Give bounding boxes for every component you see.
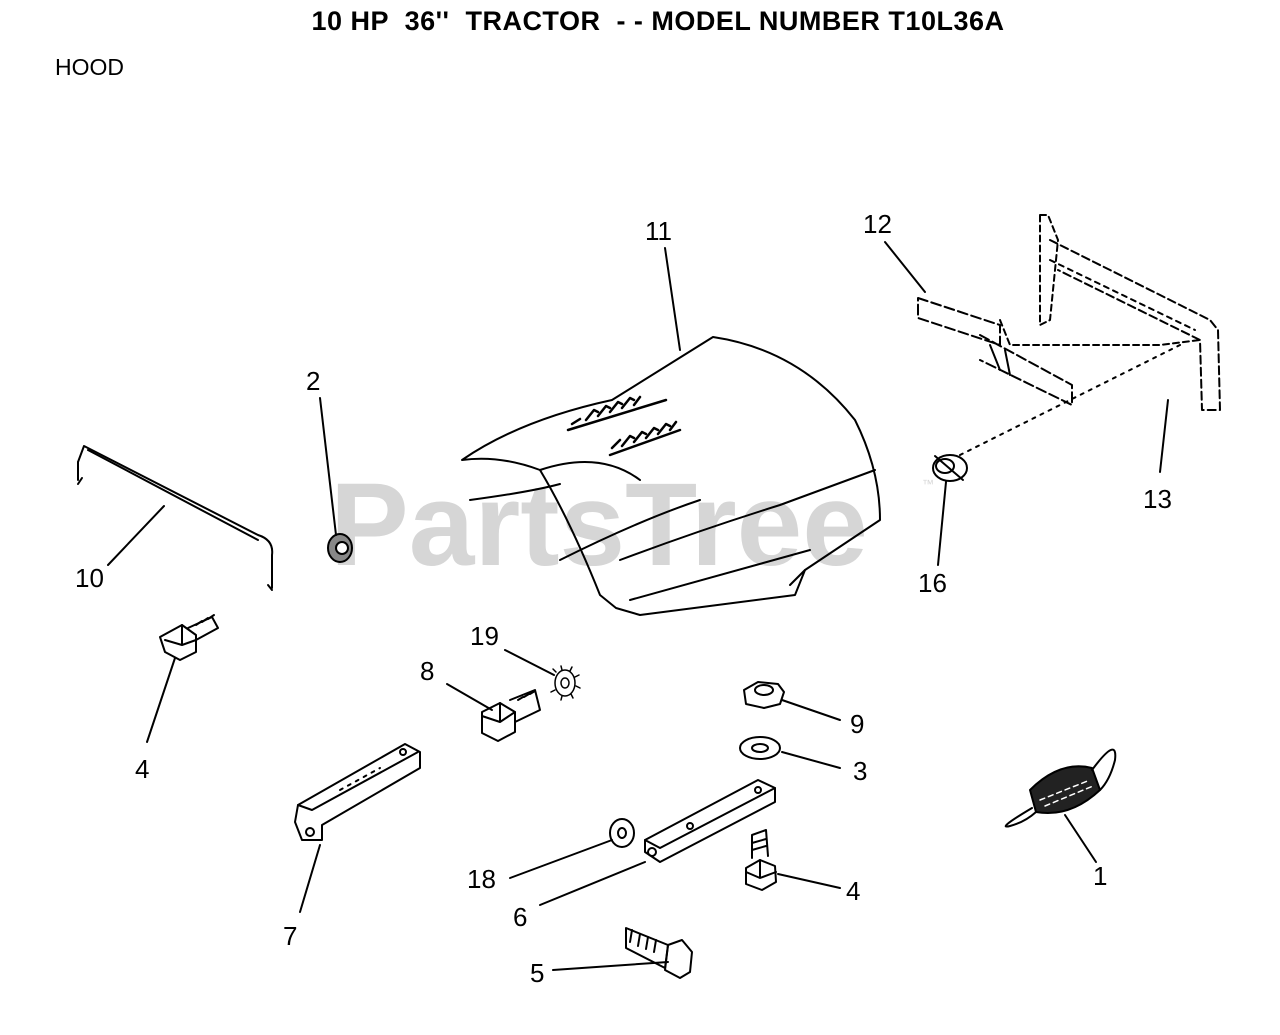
callout-18: 18: [467, 864, 496, 894]
washer-part-3[interactable]: [739, 736, 781, 760]
callout-8: 8: [420, 656, 434, 686]
callout-12: 12: [863, 209, 892, 239]
bracket-arm-part-7[interactable]: [294, 743, 421, 841]
callout-2: 2: [306, 366, 320, 396]
leader-lines: [107, 241, 1169, 971]
bracket-bar-part-6[interactable]: [644, 779, 776, 863]
callout-19: 19: [470, 621, 499, 651]
washer-part-18[interactable]: [609, 818, 635, 848]
callout-9: 9: [850, 709, 864, 739]
callout-10: 10: [75, 563, 104, 593]
callout-labels: 11 12 13 2 10 16 4 19 8 9 3 7 18 6 4 5 1: [75, 209, 1172, 988]
hood-part[interactable]: [461, 336, 881, 616]
callout-5: 5: [530, 958, 544, 988]
lock-washer-part-19[interactable]: [550, 665, 581, 701]
nut-part-16[interactable]: [932, 454, 968, 482]
frame-bracket-part[interactable]: [959, 214, 1221, 456]
callout-16: 16: [918, 568, 947, 598]
callout-1: 1: [1093, 861, 1107, 891]
callout-4-right: 4: [846, 876, 860, 906]
callout-3: 3: [853, 756, 867, 786]
watermark-trademark: ™: [922, 477, 934, 491]
bolt-part-4-right[interactable]: [745, 829, 777, 891]
page-title: 10 HP 36'' TRACTOR - - MODEL NUMBER T10L…: [311, 6, 1005, 36]
spring-part-1[interactable]: [1004, 748, 1117, 828]
shoulder-bolt-part-8[interactable]: [481, 689, 541, 742]
bolt-part-5[interactable]: [625, 927, 693, 979]
callout-6: 6: [513, 902, 527, 932]
section-label: HOOD: [55, 54, 124, 80]
callout-11: 11: [645, 216, 672, 246]
callout-13: 13: [1143, 484, 1172, 514]
callout-7: 7: [283, 921, 297, 951]
callout-4-left: 4: [135, 754, 149, 784]
watermark: PartsTree: [330, 459, 868, 591]
bushing-part-2[interactable]: [327, 533, 353, 563]
hood-bracket-part[interactable]: [917, 297, 1073, 406]
bolt-part-4-left[interactable]: [159, 614, 219, 661]
nut-part-9[interactable]: [743, 681, 785, 709]
hood-rod-part[interactable]: [77, 445, 274, 591]
